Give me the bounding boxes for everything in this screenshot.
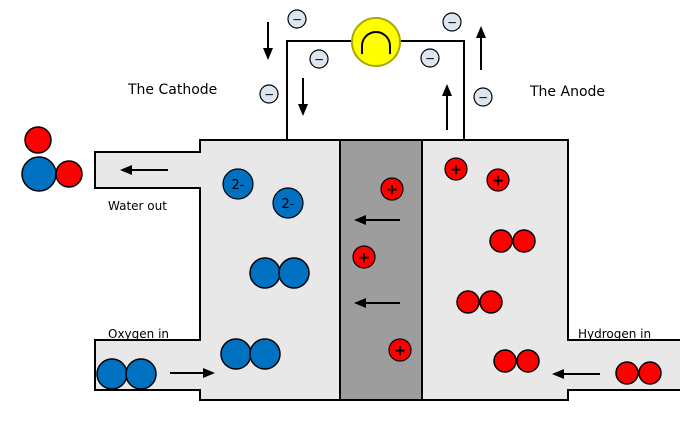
water-molecule-icon [21, 126, 83, 192]
protons: + + + + + [352, 157, 510, 362]
arrow-icon [354, 298, 400, 308]
arrows [120, 22, 600, 379]
oxide-ion-label: 2- [282, 197, 295, 212]
proton-label: + [450, 161, 463, 179]
oxide-ions: 2- 2- [222, 168, 304, 219]
proton-icon: + [380, 177, 404, 201]
electron-label: − [425, 52, 435, 66]
arrow-icon [476, 26, 486, 70]
arrow-icon [354, 215, 400, 225]
hydrogen-molecules [456, 229, 662, 385]
anode-label: The Anode [530, 84, 606, 100]
arrow-icon [298, 78, 308, 116]
hydrogen-molecule-icon [615, 361, 662, 385]
arrow-icon [552, 369, 600, 379]
oxide-ion-icon: 2- [272, 187, 304, 219]
proton-label: + [394, 342, 407, 360]
electron-label: − [478, 91, 488, 105]
electron-icon: − [287, 9, 307, 29]
electron-icon: − [259, 84, 279, 104]
oxygen-molecule-icon [96, 358, 157, 390]
arrow-icon [263, 22, 273, 60]
proton-icon: + [444, 157, 468, 181]
water-out-label: Water out [108, 199, 167, 213]
arrow-icon [442, 84, 452, 130]
hydrogen-in-label: Hydrogen in [578, 327, 652, 341]
electron-label: − [447, 16, 457, 30]
oxide-ion-label: 2- [232, 178, 245, 193]
proton-icon: + [352, 245, 376, 269]
oxygen-molecule-icon [249, 257, 310, 289]
cathode-label: The Cathode [128, 82, 218, 98]
oxygen-molecule-icon [220, 338, 281, 370]
electron-label: − [314, 53, 324, 67]
hydrogen-molecule-icon [489, 229, 536, 253]
arrow-icon [170, 368, 215, 378]
electrons: − − − − − − [259, 9, 493, 107]
light-bulb-icon [351, 17, 401, 67]
external-circuit [286, 17, 465, 141]
proton-label: + [358, 249, 371, 267]
hydrogen-molecule-icon [456, 290, 503, 314]
proton-label: + [386, 181, 399, 199]
proton-icon: + [486, 168, 510, 192]
electron-label: − [292, 13, 302, 27]
electron-icon: − [309, 49, 329, 69]
hydrogen-molecule-icon [493, 349, 540, 373]
oxygen-molecules [96, 257, 310, 390]
electron-icon: − [442, 12, 462, 32]
proton-icon: + [388, 338, 412, 362]
oxygen-in-label: Oxygen in [108, 327, 170, 341]
electron-label: − [264, 88, 274, 102]
arrow-icon [120, 165, 168, 175]
oxide-ion-icon: 2- [222, 168, 254, 200]
proton-label: + [492, 172, 505, 190]
electron-icon: − [420, 48, 440, 68]
electron-icon: − [473, 87, 493, 107]
electrolyte-membrane [339, 139, 423, 401]
